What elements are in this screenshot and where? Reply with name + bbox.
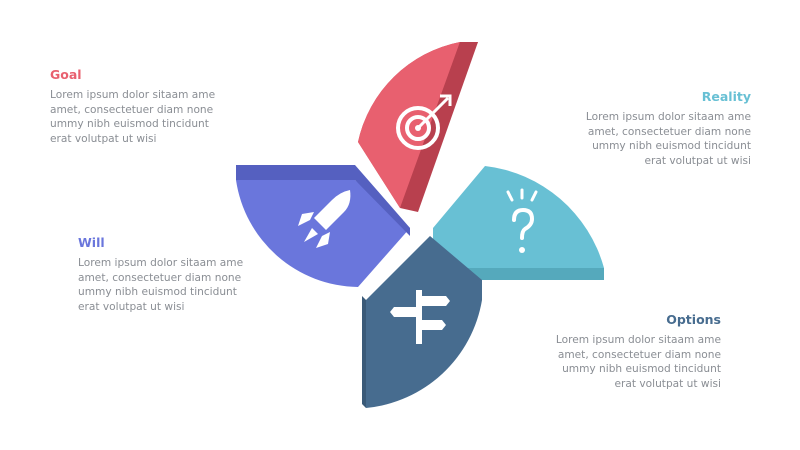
will-line: erat volutpat ut wisi <box>78 300 185 313</box>
reality-description: Lorem ipsum dolor sitaam ame amet, conse… <box>561 110 751 168</box>
goal-description: Lorem ipsum dolor sitaam ame amet, conse… <box>50 88 240 146</box>
will-title: Will <box>78 235 105 250</box>
reality-text-block: Reality Lorem ipsum dolor sitaam ame ame… <box>561 89 751 168</box>
goal-line: Lorem ipsum dolor sitaam ame <box>50 89 216 101</box>
rocket-icon <box>298 190 351 248</box>
reality-line: erat volutpat ut wisi <box>644 154 752 167</box>
will-text-block: Will Lorem ipsum dolor sitaam ame amet, … <box>78 235 268 314</box>
reality-line: amet, consectetuer diam none <box>587 125 751 138</box>
options-line: ummy nibh euismod tincidunt <box>562 363 721 376</box>
will-line: ummy nibh euismod tincidunt <box>78 286 237 299</box>
reality-title: Reality <box>701 89 751 104</box>
goal-text-block: Goal Lorem ipsum dolor sitaam ame amet, … <box>50 67 240 146</box>
options-line: Lorem ipsum dolor sitaam ame <box>555 334 721 346</box>
question-idea-icon <box>506 188 538 253</box>
options-title: Options <box>666 312 721 327</box>
will-petal <box>236 165 410 287</box>
will-line: amet, consectetuer diam none <box>78 271 242 284</box>
will-line: Lorem ipsum dolor sitaam ame <box>78 257 244 269</box>
signpost-icon <box>390 290 450 344</box>
goal-line: erat volutpat ut wisi <box>50 132 157 145</box>
goal-line: amet, consectetuer diam none <box>50 103 214 116</box>
reality-line: Lorem ipsum dolor sitaam ame <box>585 111 751 123</box>
reality-line: ummy nibh euismod tincidunt <box>592 140 751 153</box>
options-line: amet, consectetuer diam none <box>557 348 721 361</box>
options-description: Lorem ipsum dolor sitaam ame amet, conse… <box>531 333 721 391</box>
options-text-block: Options Lorem ipsum dolor sitaam ame ame… <box>531 312 721 391</box>
goal-title: Goal <box>50 67 82 82</box>
target-icon <box>396 94 452 150</box>
will-description: Lorem ipsum dolor sitaam ame amet, conse… <box>78 256 268 314</box>
goal-line: ummy nibh euismod tincidunt <box>50 118 209 131</box>
options-line: erat volutpat ut wisi <box>614 377 722 390</box>
